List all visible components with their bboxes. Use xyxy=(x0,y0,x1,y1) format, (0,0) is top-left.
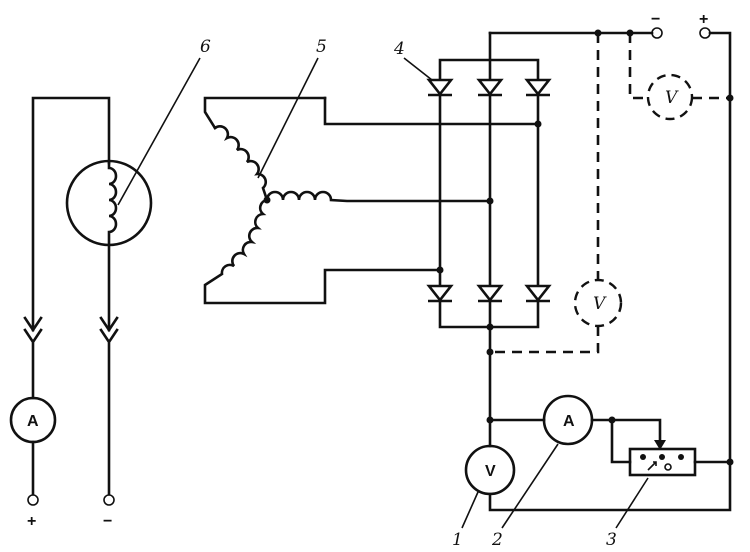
diode-icon xyxy=(426,284,454,303)
terminal-plus[interactable] xyxy=(27,494,39,506)
voltmeter-dashed-mid: V xyxy=(593,294,607,314)
terminal-minus[interactable] xyxy=(103,494,115,506)
rectifier-bridge xyxy=(426,31,552,422)
voltmeter-dashed-top: V xyxy=(665,88,679,108)
voltmeter-1 xyxy=(464,444,516,496)
label-6: 6 xyxy=(200,37,211,57)
output-terminal-plus[interactable] xyxy=(699,27,711,39)
ammeter-2 xyxy=(542,394,594,446)
ammeter-left: A xyxy=(27,413,39,430)
output-minus-sign: − xyxy=(651,11,660,28)
ammeter-label: A xyxy=(563,413,575,430)
rheostat-3 xyxy=(628,447,697,477)
excitation-circuit xyxy=(9,96,153,506)
diode-icon xyxy=(476,78,504,97)
output-terminal-minus[interactable] xyxy=(651,27,663,39)
voltmeter-label: V xyxy=(485,463,496,480)
output-circuit xyxy=(464,27,734,512)
label-5: 5 xyxy=(316,37,327,57)
label-4: 4 xyxy=(393,39,405,59)
label-2: 2 xyxy=(491,530,503,550)
output-plus-sign: + xyxy=(699,11,708,28)
diode-icon xyxy=(524,78,552,97)
diode-icon xyxy=(476,284,504,303)
plus-sign: + xyxy=(27,513,36,530)
diode-icon xyxy=(524,284,552,303)
minus-sign: − xyxy=(103,513,112,530)
label-1: 1 xyxy=(452,530,463,550)
label-3: 3 xyxy=(606,530,617,550)
diode-icon xyxy=(426,78,454,97)
